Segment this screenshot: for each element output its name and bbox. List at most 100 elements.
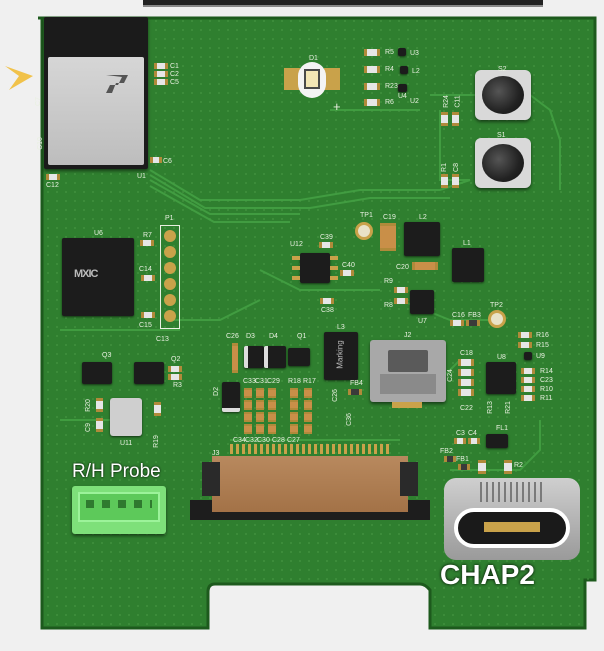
- label-r20: R20: [84, 399, 92, 412]
- label-c20: C20: [396, 264, 409, 271]
- label-r5: R5: [385, 49, 394, 56]
- label-u12: U12: [290, 241, 303, 248]
- label-c11: C11: [454, 95, 462, 108]
- capacitor: [256, 388, 264, 398]
- label-r14: R14: [540, 368, 553, 375]
- capacitor: [244, 412, 252, 422]
- label-l2: L2: [419, 214, 427, 221]
- label-u6: U6: [94, 230, 103, 237]
- label-c32: C32: [245, 437, 258, 444]
- capacitor: [304, 388, 312, 398]
- label-c33: C33: [243, 378, 256, 385]
- test-point-tp1[interactable]: [355, 222, 373, 240]
- label-c16: C16: [452, 312, 465, 319]
- push-button-icon: [482, 76, 524, 114]
- pin-header-p1[interactable]: [160, 225, 180, 329]
- label-r11: R11: [540, 395, 553, 402]
- label-r3: R3: [173, 382, 182, 389]
- label-c10: C10: [36, 137, 44, 150]
- label-c36: C36: [345, 413, 353, 426]
- label-c4: C4: [468, 430, 477, 437]
- d1-polarity-plus: +: [333, 99, 341, 114]
- label-c31: C31: [255, 378, 268, 385]
- label-r1: R1: [440, 163, 448, 172]
- push-button-s1[interactable]: [475, 138, 531, 188]
- label-c5: C5: [170, 79, 179, 86]
- label-c18: C18: [460, 350, 473, 357]
- capacitor: [244, 388, 252, 398]
- capacitor: [268, 424, 276, 434]
- label-fb2: FB2: [440, 448, 453, 455]
- push-button-icon: [482, 144, 524, 182]
- label-d4: D4: [269, 333, 278, 340]
- diode-d3: [244, 346, 264, 368]
- label-c7: C7: [34, 97, 42, 106]
- label-r7: R7: [143, 232, 152, 239]
- push-button-s2[interactable]: [475, 70, 531, 120]
- filter-fl1: [486, 434, 508, 448]
- label-r19: R19: [152, 435, 160, 448]
- label-l1: L1: [463, 240, 471, 247]
- capacitor: [290, 424, 298, 434]
- label-c19: C19: [383, 214, 396, 221]
- fpc-connector-j3[interactable]: [190, 444, 430, 522]
- capacitor: [256, 412, 264, 422]
- top-edge-bar: [143, 0, 543, 7]
- capacitor: [268, 412, 276, 422]
- capacitor: [268, 400, 276, 410]
- test-point-tp2[interactable]: [488, 310, 506, 328]
- label-u4: U4: [398, 93, 407, 100]
- capacitor: [256, 400, 264, 410]
- label-c30: C30: [257, 437, 270, 444]
- usb-c-port-icon[interactable]: [444, 478, 580, 560]
- st-logo-icon: [106, 75, 128, 93]
- sd-card-slot-j2[interactable]: [370, 340, 446, 402]
- label-q3: Q3: [102, 352, 112, 359]
- label-r10: R10: [540, 386, 553, 393]
- rh-probe-connector[interactable]: [72, 486, 166, 534]
- capacitor: [268, 388, 276, 398]
- label-d3: D3: [246, 333, 255, 340]
- label-c27: C27: [287, 437, 300, 444]
- label-r2: R2: [514, 462, 523, 469]
- label-c1: C1: [170, 63, 179, 70]
- label-c38: C38: [321, 307, 334, 314]
- ic-u12: [300, 253, 330, 283]
- label-r8: R8: [384, 302, 393, 309]
- transistor-q2: [134, 362, 164, 384]
- label-u1: U1: [137, 173, 146, 180]
- pin1-marker-icon: [5, 66, 33, 90]
- label-c8: C8: [452, 163, 460, 172]
- label-c28: C28: [272, 437, 285, 444]
- sensor-u11: [110, 398, 142, 436]
- label-c26: C26: [331, 389, 339, 402]
- label-c22: C22: [460, 405, 473, 412]
- capacitor: [244, 400, 252, 410]
- flash-chip-u6: MXIC: [62, 238, 134, 316]
- inductor-l2: [404, 222, 440, 256]
- label-r15: R15: [536, 342, 549, 349]
- label-l3: L3: [337, 324, 345, 331]
- label-j2: J2: [404, 332, 412, 339]
- label-s1: S1: [497, 132, 506, 139]
- l3-marking-text: Marking: [335, 340, 345, 369]
- label-q2: Q2: [171, 356, 181, 363]
- label-u11: U11: [120, 440, 133, 447]
- led-d1: [284, 60, 340, 100]
- label-tp1: TP1: [360, 212, 373, 219]
- label-fb4: FB4: [350, 380, 363, 387]
- chap2-callout-text: CHAP2: [440, 559, 535, 590]
- label-p1: P1: [165, 215, 174, 222]
- ic-u7: [410, 290, 434, 314]
- label-d1: D1: [309, 55, 318, 62]
- capacitor: [256, 424, 264, 434]
- capacitor: [304, 424, 312, 434]
- ic-u8: [486, 362, 516, 394]
- label-r6: R6: [385, 99, 394, 106]
- label-r9: R9: [384, 278, 393, 285]
- label-r17: R17: [303, 378, 316, 385]
- rf-module-u1: [44, 17, 148, 169]
- label-r24: R24: [442, 95, 450, 108]
- transistor-q1: [288, 348, 310, 366]
